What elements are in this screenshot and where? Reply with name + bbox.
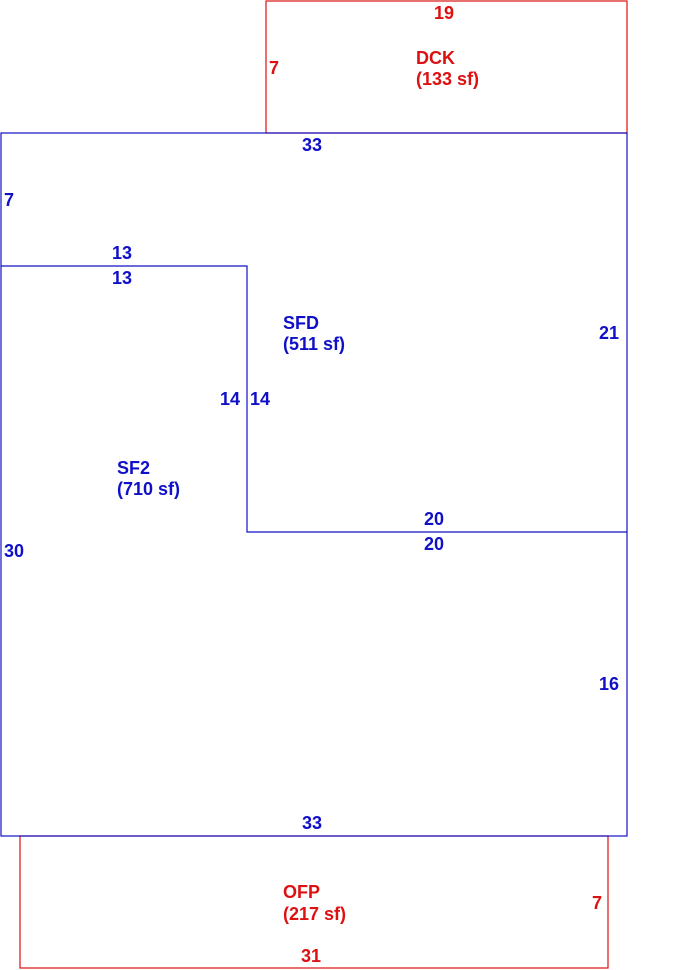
sfd-dim-right: 21: [599, 323, 619, 343]
sfd-sf2-division: [1, 265, 627, 533]
ofp-dim-right: 7: [592, 893, 602, 913]
sfd-code: SFD: [283, 313, 319, 333]
sf2-dim-right: 16: [599, 674, 619, 694]
sfd-dim-left: 7: [4, 190, 14, 210]
sf2-dim-inner-right: 14: [220, 389, 240, 409]
ofp-area: (217 sf): [283, 904, 346, 924]
main-outline: [0, 132, 628, 837]
sf2-code: SF2: [117, 458, 150, 478]
ofp-dim-bottom: 31: [301, 946, 321, 966]
sfd-dim-bottom: 20: [424, 509, 444, 529]
dck-code: DCK: [416, 48, 455, 68]
dck-area: (133 sf): [416, 69, 479, 89]
sfd-dim-inner-left: 14: [250, 389, 270, 409]
sfd-dim-notch-top: 13: [112, 243, 132, 263]
sf2-dim-left: 30: [4, 541, 24, 561]
sfd-area: (511 sf): [283, 334, 345, 354]
sf2-dim-top: 13: [112, 268, 132, 288]
ofp-code: OFP: [283, 882, 320, 902]
dck-dim-left: 7: [269, 58, 279, 78]
dck-dim-top: 19: [434, 3, 454, 23]
sf2-dim-bottom: 33: [302, 813, 322, 833]
sf2-dim-inner-bottom: 20: [424, 534, 444, 554]
sfd-dim-top: 33: [302, 135, 322, 155]
sf2-area: (710 sf): [117, 479, 180, 499]
